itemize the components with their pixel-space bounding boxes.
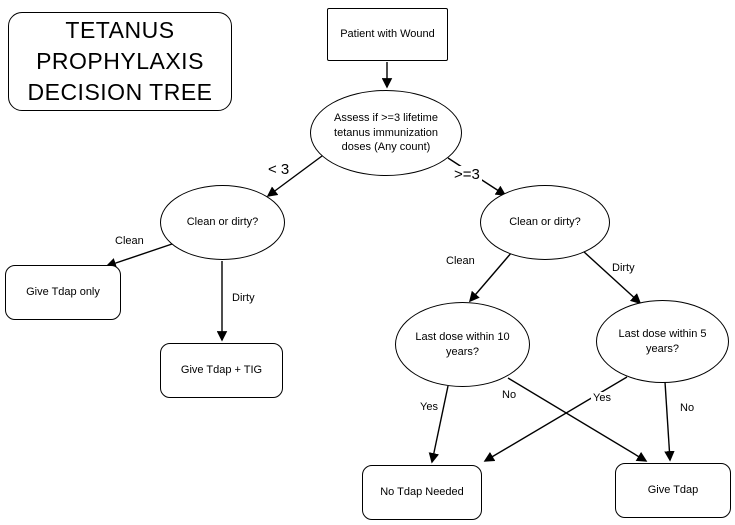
edge-label-clean-left: Clean (113, 235, 146, 247)
edge-label-dirty-right: Dirty (610, 262, 637, 274)
edge-label-no-5: No (678, 402, 697, 414)
node-give-tdap-tig: Give Tdap + TIG (160, 343, 283, 398)
node-no-tdap-needed: No Tdap Needed (362, 465, 482, 520)
edge-right-dirty (582, 250, 642, 305)
edge-label-no-10: No (500, 389, 519, 401)
edge-label-lt3: < 3 (266, 161, 292, 178)
node-patient-with-wound: Patient with Wound (327, 8, 448, 61)
node-last-dose-5-years: Last dose within 5 years? (596, 300, 729, 383)
edge-label-clean-right: Clean (444, 255, 477, 267)
edge-label-yes-5: Yes (591, 392, 613, 404)
node-clean-or-dirty-right: Clean or dirty? (480, 185, 610, 260)
edge-10y-yes (428, 385, 449, 464)
node-give-tdap-only: Give Tdap only (5, 265, 121, 320)
edge-5y-no (664, 381, 675, 462)
node-assess-doses: Assess if >=3 lifetime tetanus immunizat… (310, 90, 462, 176)
edge-label-yes-10: Yes (418, 401, 440, 413)
node-last-dose-10-years: Last dose within 10 years? (395, 302, 530, 387)
node-clean-or-dirty-left: Clean or dirty? (160, 185, 285, 260)
edge-label-gte3: >=3 (452, 166, 482, 183)
diagram-title: TETANUS PROPHYLAXIS DECISION TREE (8, 12, 232, 111)
edge-label-dirty-left: Dirty (230, 292, 257, 304)
edge-10y-no (507, 377, 648, 462)
node-give-tdap: Give Tdap (615, 463, 731, 518)
